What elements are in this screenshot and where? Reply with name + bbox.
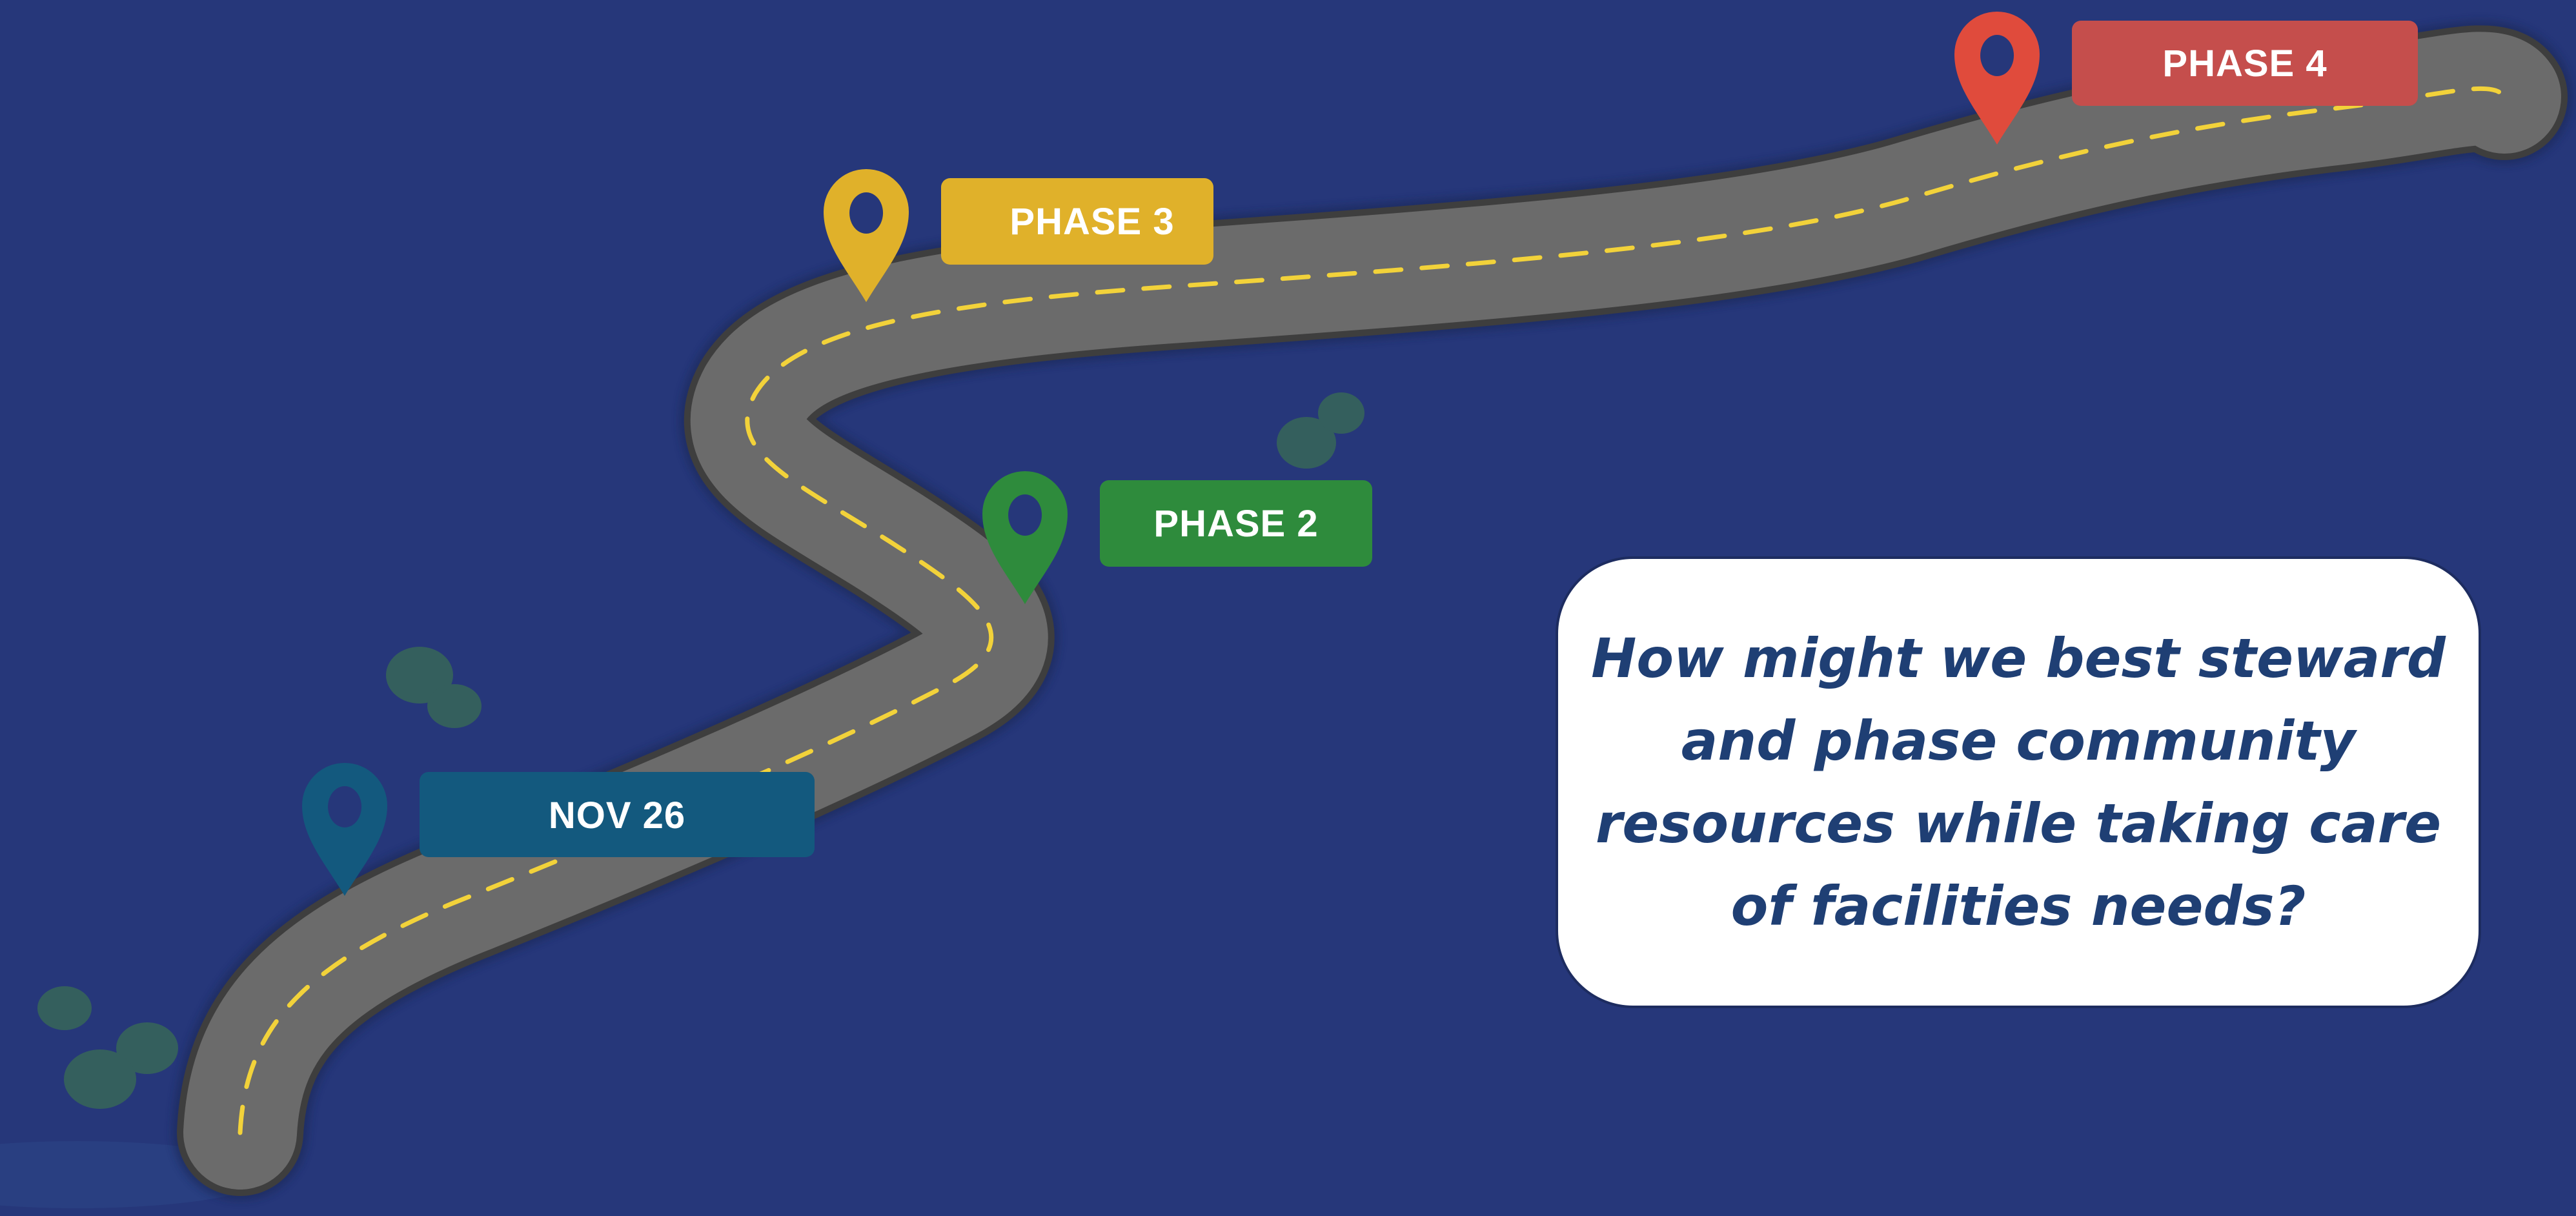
question-callout: How might we best steward and phase comm… xyxy=(1556,556,2481,1008)
milestone-nov-26: NOV 26 xyxy=(302,763,815,896)
milestone-phase-3: PHASE 3 xyxy=(824,169,1213,302)
map-pin-icon xyxy=(982,471,1068,604)
bush-decoration xyxy=(1318,392,1364,434)
milestone-label: NOV 26 xyxy=(549,795,685,836)
milestone-label: PHASE 4 xyxy=(2162,43,2327,85)
question-text: How might we best steward and phase comm… xyxy=(1591,627,2446,938)
bush-decoration xyxy=(386,647,453,704)
bush-decoration xyxy=(427,684,482,728)
bush-decoration xyxy=(37,986,92,1030)
milestone-badge xyxy=(420,772,815,857)
map-pin-icon xyxy=(824,169,909,302)
bush-decoration xyxy=(64,1049,136,1109)
milestone-badge xyxy=(1100,480,1372,567)
bush-decoration xyxy=(116,1022,178,1074)
milestone-label: PHASE 2 xyxy=(1153,503,1318,545)
milestone-label: PHASE 3 xyxy=(1009,201,1174,243)
map-pin-icon xyxy=(302,763,387,896)
map-pin-icon xyxy=(1954,12,2040,145)
milestone-badge xyxy=(941,178,1213,265)
milestone-badge xyxy=(2072,21,2418,106)
milestone-phase-4: PHASE 4 xyxy=(1954,12,2418,145)
bush-decoration xyxy=(1277,417,1336,469)
milestone-phase-2: PHASE 2 xyxy=(982,471,1372,604)
